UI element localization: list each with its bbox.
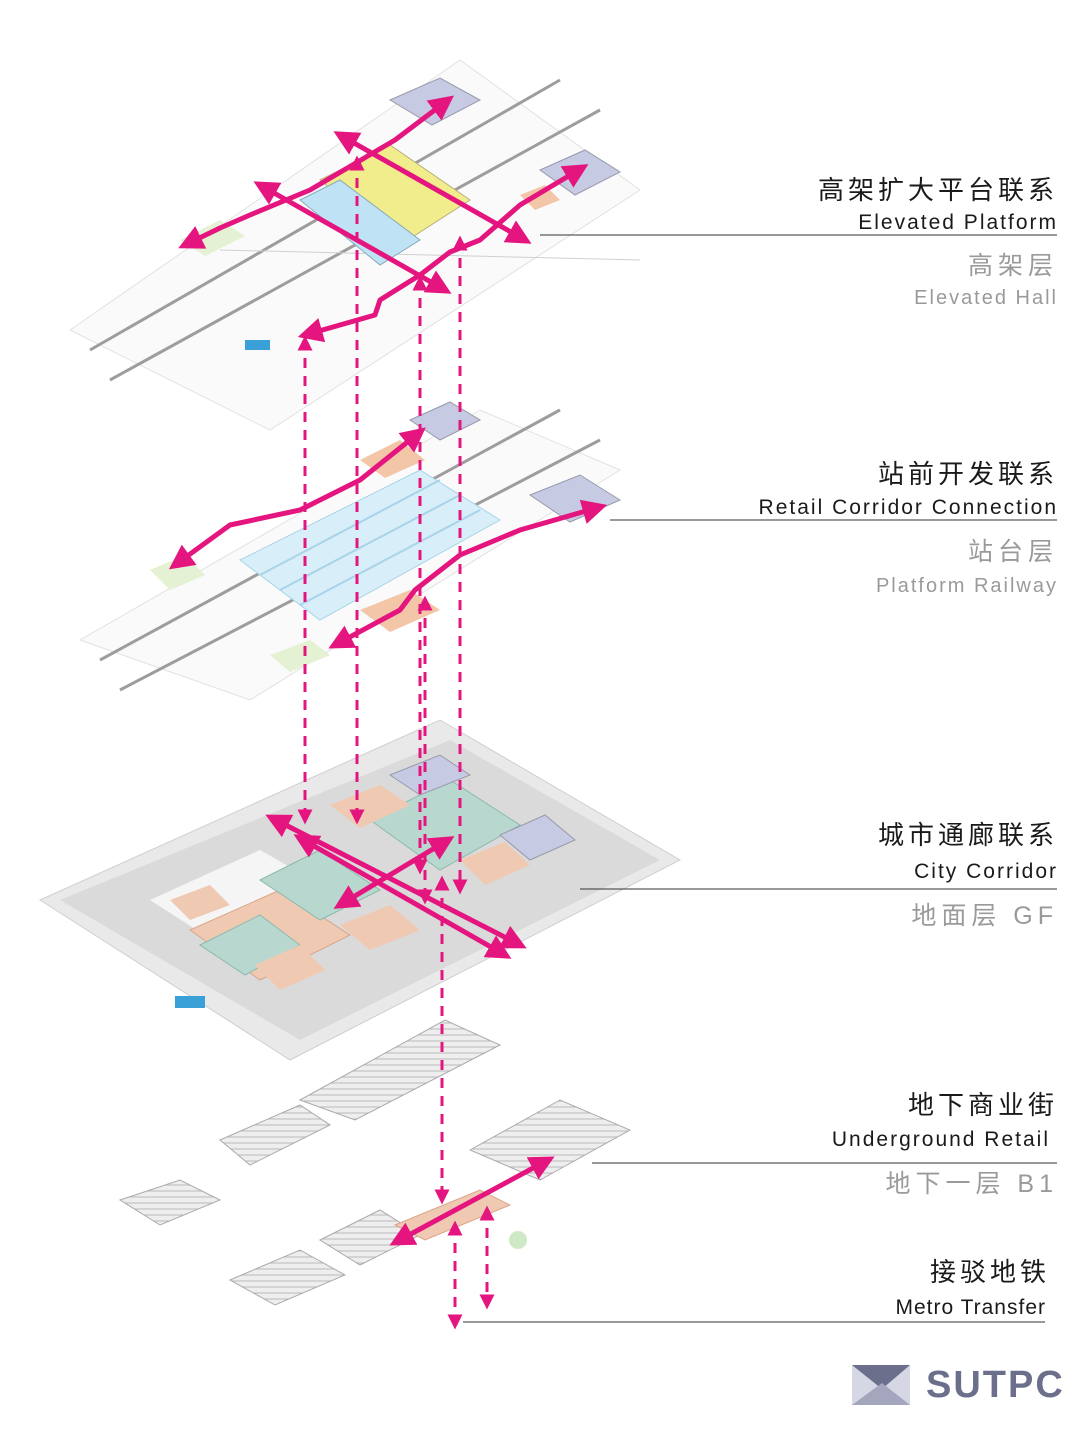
underground-connection-zh: 地下商业街 [907,1090,1058,1120]
platform-connection-en: Retail Corridor Connection [758,496,1058,519]
platform-layer [78,401,622,701]
leader-lines [463,234,1057,1323]
sutpc-logo-text: SUTPC [926,1364,1065,1406]
underground-level-zh: 地下一层 B1 [885,1170,1058,1198]
ground-connection-en: City Corridor [914,860,1058,883]
ground-level-zh: 地面层 GF [911,902,1058,930]
elevated-connection-en: Elevated Platform [858,211,1058,234]
metro-connection-zh: 接驳地铁 [929,1257,1050,1287]
platform-level-zh: 站台层 [967,538,1058,566]
elevated-level-zh: 高架层 [967,252,1058,280]
platform-level-en: Platform Railway [875,575,1058,597]
sutpc-logo-icon [852,1365,910,1405]
underground-layer [118,1019,632,1306]
horizontal-connectors [168,95,608,1246]
metro-connection-en: Metro Transfer [895,1296,1046,1319]
elevated-level-en: Elevated Hall [914,287,1058,309]
ground-layer [38,719,682,1061]
sutpc-logo: SUTPC [852,1362,1067,1408]
underground-connection-en: Underground Retail [831,1128,1050,1151]
ground-connection-zh: 城市通廊联系 [877,820,1058,850]
elevated-layer [69,59,641,431]
platform-connection-zh: 站前开发联系 [877,459,1058,489]
elevated-connection-zh: 高架扩大平台联系 [817,175,1058,205]
